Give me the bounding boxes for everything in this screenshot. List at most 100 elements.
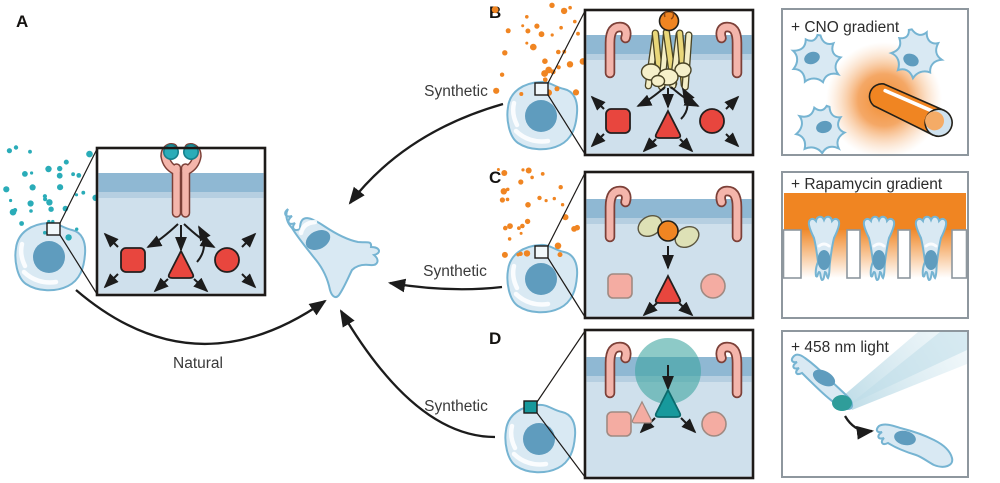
ligand-dot — [81, 190, 86, 195]
ligand-dot — [545, 66, 553, 74]
ligand-dot — [503, 225, 508, 231]
panel-d-letter: D — [489, 329, 501, 348]
ligand-dot — [30, 171, 34, 175]
panel-c: C — [489, 167, 969, 320]
panel-c-letter: C — [489, 168, 501, 187]
ligand-dot — [523, 250, 531, 257]
synthetic-label-b: Synthetic — [424, 83, 488, 100]
ligand-dot — [9, 198, 13, 203]
ligand-dot — [499, 197, 505, 203]
ligand-dot — [505, 187, 510, 192]
migration-arrow — [844, 415, 875, 440]
light-panel-title: + 458 nm light — [791, 339, 889, 356]
effector-circle — [214, 247, 240, 273]
ligand-dot — [13, 208, 18, 213]
signal-cascade — [606, 365, 727, 437]
ligand-dot — [491, 6, 499, 14]
ligand-dot — [74, 193, 79, 197]
ligand-dot — [46, 199, 53, 206]
arrow-natural-pathway — [75, 289, 327, 345]
micropipette-icon — [868, 83, 953, 138]
ligand-dot — [540, 172, 545, 176]
zoom-region-box — [534, 245, 549, 259]
ligand-dot — [507, 237, 512, 241]
ligand-dot — [554, 242, 562, 250]
arrow-synthetic-d — [339, 309, 496, 439]
ligand-dot — [19, 221, 24, 226]
ligand-dot — [71, 172, 75, 177]
ligand-dot — [517, 226, 521, 231]
ligand-dot — [75, 227, 79, 231]
ligand-dot — [28, 149, 32, 154]
ligand-dot — [57, 184, 64, 191]
ligand-dot — [76, 173, 82, 178]
ligand-dot — [45, 165, 52, 173]
inactive-circle — [701, 411, 727, 437]
light-experiment-panel: + 458 nm light — [781, 330, 969, 478]
ligand-dot — [544, 199, 548, 203]
ligand-dot — [22, 171, 28, 177]
effector-square — [120, 247, 146, 273]
ligand-dot — [13, 145, 19, 150]
signaling-inset-d — [583, 328, 755, 480]
ligand-dot — [521, 168, 525, 172]
ligand-dot — [525, 202, 531, 208]
ligand-dot — [27, 200, 34, 207]
ligand-dot — [566, 61, 574, 68]
ligand-dot — [568, 5, 572, 10]
ligand-dot — [516, 253, 520, 257]
synthetic-label-c: Synthetic — [423, 263, 487, 280]
ligand-dot — [560, 203, 565, 207]
channel-wall — [897, 229, 911, 279]
ligand-dot — [525, 167, 532, 174]
arrow-synthetic-c — [387, 278, 503, 293]
dreadd-gpcr-icon — [640, 9, 693, 91]
cno-experiment-panel: + CNO gradient — [781, 8, 969, 161]
rapamycin-dimerizer-icon — [637, 214, 700, 249]
ligand-dot — [43, 230, 47, 235]
ligand-dot — [3, 186, 10, 193]
light-spot-box — [523, 400, 538, 414]
arrow-synthetic-b — [348, 102, 504, 205]
ligand-dot — [542, 58, 548, 64]
ligand-dot — [559, 25, 563, 30]
ligand-dot — [502, 50, 508, 56]
rapamycin-experiment-panel: + Rapamycin gradient — [781, 171, 969, 319]
ligand-dot — [552, 196, 556, 201]
ligand-dot — [501, 251, 508, 258]
ligand-dot — [521, 24, 525, 28]
moved-cell — [875, 423, 954, 468]
panel-d: D — [489, 328, 969, 480]
ligand-dot — [560, 7, 568, 15]
ligand-dot — [518, 179, 524, 185]
ligand-dot — [507, 223, 513, 230]
ligand-dot — [572, 89, 580, 96]
channel-wall — [846, 229, 861, 279]
responding-cell — [788, 30, 845, 88]
ligand-dot — [29, 184, 36, 191]
ligand-dot — [556, 65, 561, 70]
ligand-dot — [29, 209, 33, 213]
ligand-dot — [499, 72, 505, 77]
ligand-dot — [505, 197, 510, 202]
inactive-square — [607, 273, 633, 299]
inactive-circle — [700, 273, 726, 299]
ligand-dot — [57, 165, 63, 172]
ligand-dot — [556, 49, 561, 55]
ligand-dot — [525, 41, 529, 45]
signaling-inset-b — [583, 8, 755, 157]
inactive-square — [606, 411, 632, 437]
ligand-dot — [558, 185, 563, 190]
responding-cell — [788, 97, 853, 161]
nucleus — [305, 229, 331, 251]
ligand-dot — [520, 223, 525, 229]
ligand-dot — [86, 150, 93, 158]
panel-a: A — [3, 12, 267, 297]
signal-cascade — [103, 223, 257, 293]
ligand-dot — [576, 31, 580, 36]
channel-wall — [782, 229, 802, 279]
ligand-dot — [525, 14, 529, 19]
zoom-region-box — [534, 82, 549, 96]
ligand-dot — [519, 92, 524, 96]
